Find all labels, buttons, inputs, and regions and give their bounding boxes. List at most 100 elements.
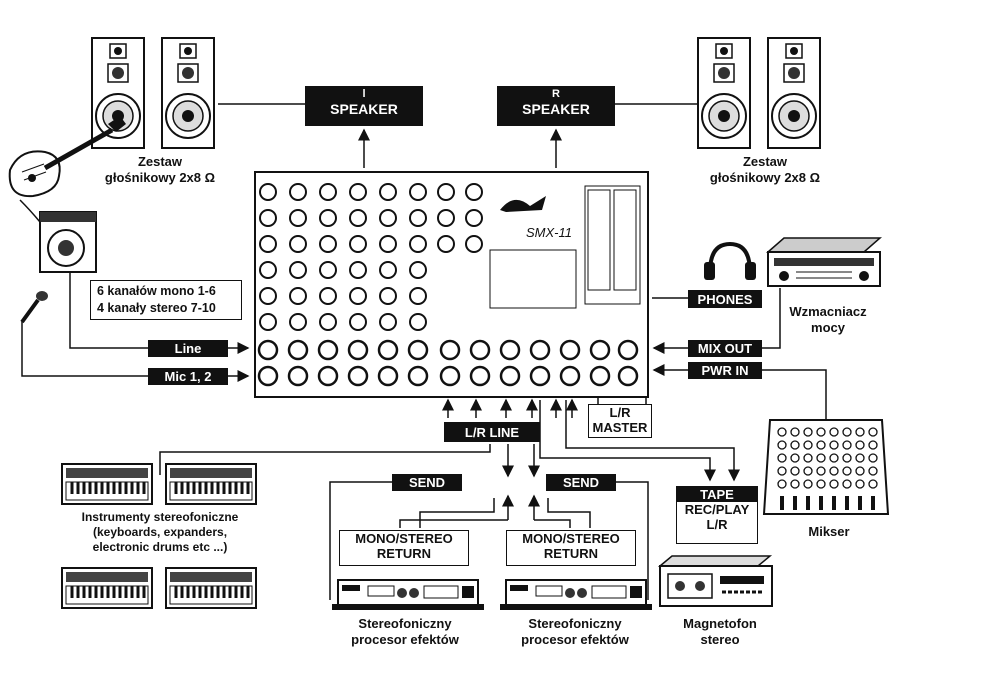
mixer-jack <box>439 339 461 361</box>
guitar-amplifier-icon <box>39 211 97 273</box>
instruments-caption: Instrumenty stereofoniczne (keyboards, e… <box>81 510 239 554</box>
mixer-knob <box>409 235 427 253</box>
mixer-knob <box>259 287 277 305</box>
mixer-knob <box>289 287 307 305</box>
mixer-jack <box>317 339 339 361</box>
mixer-knob <box>289 183 307 201</box>
pwr-in-label: PWR IN <box>688 362 762 379</box>
mixer-knob <box>349 183 367 201</box>
external-mixer-knob <box>855 427 865 437</box>
external-mixer-knob <box>868 466 878 476</box>
mixer-jack <box>377 365 399 387</box>
external-mixer-caption: Mikser <box>808 524 850 539</box>
mixer-jack <box>617 339 639 361</box>
external-mixer-knob <box>777 453 787 463</box>
mixer-jack <box>257 365 279 387</box>
mixer-knob <box>379 209 397 227</box>
mixer-jack <box>589 339 611 361</box>
external-mixer-knob <box>790 466 800 476</box>
mixer-knob <box>259 261 277 279</box>
external-mixer-fader <box>845 496 849 510</box>
tape-deck-caption: Magnetofon stereo <box>683 616 757 647</box>
external-mixer-knob <box>842 440 852 450</box>
external-mixer-knob <box>868 427 878 437</box>
mixer-jack <box>407 365 429 387</box>
mixer-knob <box>349 287 367 305</box>
mixer-knob <box>409 313 427 331</box>
mixer-jack <box>559 339 581 361</box>
mixer-knob <box>259 183 277 201</box>
external-mixer-knob <box>855 466 865 476</box>
mixer-jack <box>407 339 429 361</box>
mixer-jack <box>347 365 369 387</box>
lr-line-label: L/R LINE <box>444 422 540 442</box>
headphones-icon <box>704 241 756 280</box>
external-mixer-knob <box>816 427 826 437</box>
speaker-label: SPEAKER <box>522 101 590 117</box>
external-mixer-knob <box>842 453 852 463</box>
microphone-icon <box>20 291 48 324</box>
mic-input-label: Mic 1, 2 <box>148 368 228 385</box>
external-mixer-knob <box>868 440 878 450</box>
effects-processor-icon <box>499 579 653 611</box>
right-speaker-caption: Zestaw głośnikowy 2x8 Ω <box>709 154 821 185</box>
external-mixer-knob <box>803 479 813 489</box>
mixer-jack <box>257 339 279 361</box>
mixer-knob <box>437 209 455 227</box>
line-input-label: Line <box>148 340 228 357</box>
mixer-knob <box>319 209 337 227</box>
mixer-model-label: SMX-11 <box>526 225 572 240</box>
external-mixer-knob <box>803 427 813 437</box>
mixer-knob <box>319 261 337 279</box>
keyboard-icon <box>60 566 154 610</box>
channel-r-label: R <box>552 88 560 100</box>
external-mixer-knob <box>790 453 800 463</box>
right-speaker-cabinet-2 <box>767 37 821 149</box>
mixer-knob <box>409 261 427 279</box>
mixer-jack <box>469 339 491 361</box>
mixer-knob <box>409 287 427 305</box>
external-mixer-knob <box>803 453 813 463</box>
mixer-knob <box>465 183 483 201</box>
processor-caption-right: Stereofoniczny procesor efektów <box>521 616 629 647</box>
left-speaker-cabinet-1 <box>91 37 145 149</box>
external-mixer-knob <box>790 440 800 450</box>
amplifier-caption: Wzmacniacz mocy <box>789 304 867 335</box>
effects-processor-icon <box>331 579 485 611</box>
mixer-knob <box>349 313 367 331</box>
mixer-knob <box>319 287 337 305</box>
speaker-label: SPEAKER <box>330 101 398 117</box>
tape-deck-icon <box>657 555 773 607</box>
mixer-jack <box>469 365 491 387</box>
keyboard-icon <box>60 462 154 506</box>
left-speaker-caption: Zestaw głośnikowy 2x8 Ω <box>104 154 216 185</box>
mixer-knob <box>349 209 367 227</box>
mixer-knob <box>319 183 337 201</box>
mixer-knob <box>379 183 397 201</box>
right-speaker-output-box: R SPEAKER <box>497 86 615 126</box>
mixer-knob <box>289 235 307 253</box>
mixer-knob <box>379 287 397 305</box>
mixer-jack <box>589 365 611 387</box>
mixer-console <box>254 171 649 398</box>
mix-out-label: MIX OUT <box>688 340 762 357</box>
mixer-knob <box>349 261 367 279</box>
left-speaker-output-box: l SPEAKER <box>305 86 423 126</box>
power-amplifier-icon <box>766 237 882 287</box>
keyboard-icon <box>164 462 258 506</box>
mixer-jack <box>529 339 551 361</box>
mixer-knob <box>409 183 427 201</box>
mixer-jack <box>317 365 339 387</box>
mixer-knob <box>409 209 427 227</box>
mixer-knob <box>379 261 397 279</box>
mixer-knob <box>437 183 455 201</box>
external-mixer-knob <box>829 479 839 489</box>
external-mixer-fader <box>858 496 862 510</box>
external-mixer-knob <box>816 479 826 489</box>
mixer-jack <box>529 365 551 387</box>
mixer-jack <box>347 339 369 361</box>
external-mixer-knob <box>842 466 852 476</box>
external-mixer-knob <box>855 479 865 489</box>
external-mixer-knob <box>829 440 839 450</box>
